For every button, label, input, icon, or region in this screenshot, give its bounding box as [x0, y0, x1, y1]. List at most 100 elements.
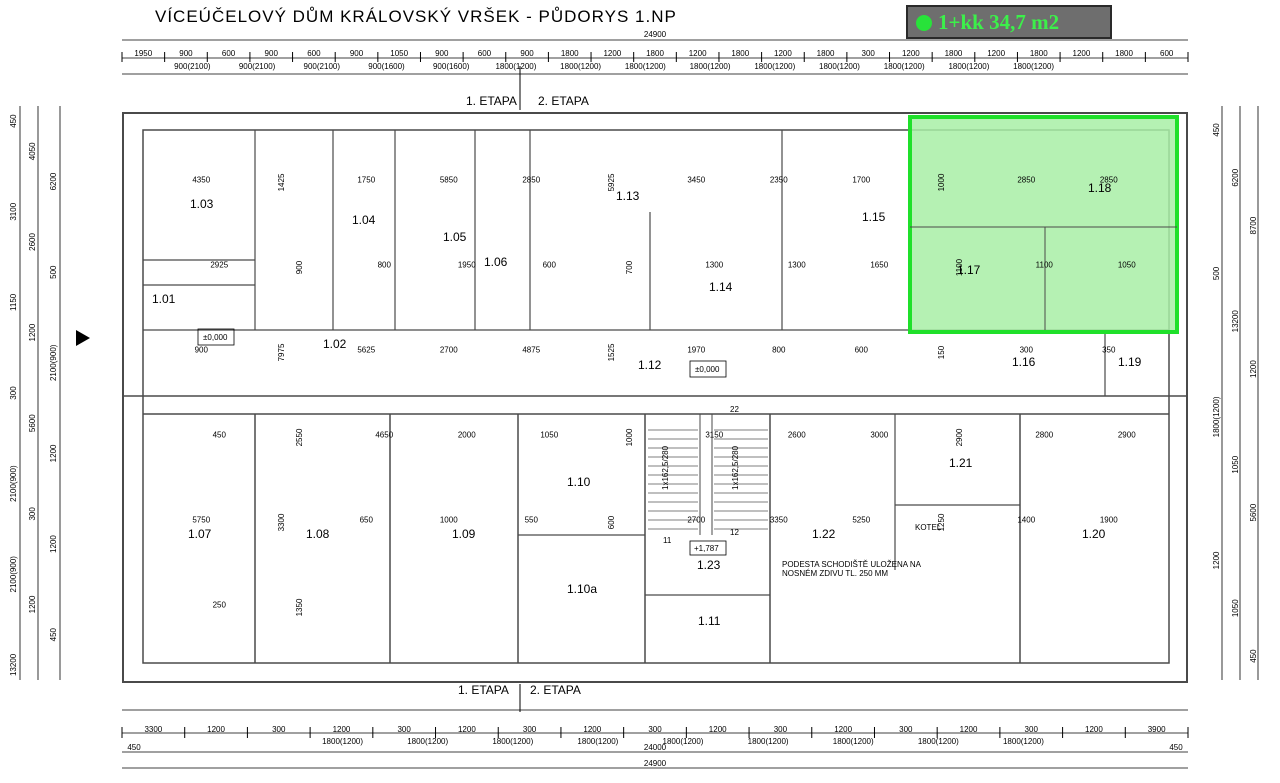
inner-dimension: 24000 — [644, 743, 667, 752]
vertical-dimension: 5600 — [1249, 503, 1258, 521]
vertical-dimension: 2600 — [28, 232, 37, 250]
room-label: 1.18 — [1088, 181, 1112, 195]
vertical-dimension: 450 — [1249, 649, 1258, 663]
interior-dimension: 1250 — [937, 513, 946, 531]
window-dimension: 1800(1200) — [918, 737, 959, 746]
vertical-dimension: 1200 — [28, 323, 37, 341]
stair-step: 11 — [663, 536, 672, 545]
segment-dimension: 1200 — [709, 725, 727, 734]
right-dimension-labels: 450620087005001320012001800(1200)1050560… — [1212, 123, 1258, 663]
vertical-dimension: 450 — [1212, 123, 1221, 137]
level-mark-box — [689, 360, 727, 378]
overall-dimension: 24900 — [644, 30, 667, 39]
walls — [122, 112, 1188, 683]
vertical-dimension: 13200 — [1231, 310, 1240, 333]
interior-dimension: 1000 — [625, 428, 634, 446]
room-label: 1.12 — [638, 358, 662, 372]
interior-dimension: 1425 — [277, 173, 286, 191]
window-dimension: 1800(1200) — [819, 62, 860, 71]
window-dimension: 1800(1200) — [748, 737, 789, 746]
interior-dimension: 3150 — [705, 431, 723, 440]
vertical-dimension: 1200 — [49, 444, 58, 462]
vertical-dimension: 3100 — [9, 202, 18, 220]
window-dimension: 1800(1200) — [577, 737, 618, 746]
interior-dimension: 1000 — [440, 516, 458, 525]
segment-dimension: 1800 — [1115, 49, 1133, 58]
room-label: 1.17 — [957, 263, 981, 277]
vertical-dimension: 5600 — [28, 414, 37, 432]
vertical-dimension: 1200 — [49, 535, 58, 553]
window-dimension: 1800(1200) — [625, 62, 666, 71]
level-mark: ±0,000 — [203, 333, 228, 342]
room-label: 1.06 — [484, 255, 508, 269]
interior-dimension: 2000 — [458, 431, 476, 440]
vertical-dimension: 1800(1200) — [1212, 396, 1221, 437]
unit-marker-icon — [916, 15, 932, 31]
landing-note: PODESTA SCHODIŠTĚ ULOŽENA NA — [782, 560, 922, 569]
window-dimension: 900(2100) — [304, 62, 341, 71]
stair-step: 12 — [730, 528, 739, 537]
segment-dimension: 300 — [1025, 725, 1039, 734]
segment-dimension: 1200 — [458, 725, 476, 734]
room-label: 1.15 — [862, 210, 886, 224]
unit-area-badge: 1+kk 34,7 m2 — [906, 5, 1112, 39]
window-dimension: 1800(1200) — [690, 62, 731, 71]
interior-dimension: 550 — [525, 516, 539, 525]
level-mark: ±0,000 — [695, 365, 720, 374]
etapa-top: 1. ETAPA 2. ETAPA — [466, 66, 589, 110]
vertical-dimension: 2100(900) — [9, 556, 18, 593]
top-dimension-ticks — [121, 52, 1189, 62]
interior-dimension: 1100 — [1036, 261, 1054, 270]
room-label: 1.14 — [709, 280, 733, 294]
left-dimension-labels: 4504050620031002600500115012002100(900)3… — [9, 114, 58, 676]
segment-dimension: 300 — [648, 725, 662, 734]
interior-dimension: 2900 — [1118, 431, 1136, 440]
room-label: 1.21 — [949, 456, 973, 470]
window-dimension: 1800(1200) — [948, 62, 989, 71]
interior-dimension: 1050 — [1118, 261, 1136, 270]
segment-dimension: 1050 — [390, 49, 408, 58]
interior-dimension: 900 — [295, 260, 304, 274]
vertical-dimension: 1200 — [28, 595, 37, 613]
interior-dimension: 300 — [1020, 346, 1034, 355]
segment-dimension: 1800 — [817, 49, 835, 58]
vertical-dimension: 1150 — [9, 293, 18, 311]
segment-dimension: 600 — [307, 49, 321, 58]
segment-dimension: 900 — [179, 49, 193, 58]
stair-label: 1x162,5/280 — [661, 445, 670, 490]
segment-dimension: 1200 — [1073, 49, 1091, 58]
interior-dimension: 600 — [607, 515, 616, 529]
room-label: 1.08 — [306, 527, 330, 541]
room-label: 1.02 — [323, 337, 347, 351]
segment-dimension: 900 — [520, 49, 534, 58]
room-label: 1.22 — [812, 527, 836, 541]
room-label: 1.04 — [352, 213, 376, 227]
entrance-arrow-icon — [76, 330, 90, 346]
room-label: 1.10a — [567, 582, 597, 596]
side-dimension: 450 — [1169, 743, 1183, 752]
interior-dimension: 1100 — [955, 258, 964, 276]
interior-dimension: 4350 — [192, 176, 210, 185]
vertical-dimension: 300 — [9, 386, 18, 400]
interior-dimension: 600 — [855, 346, 869, 355]
bottom-dimension-ticks — [121, 727, 1189, 738]
interior-dimension: 3000 — [870, 431, 888, 440]
interior-dimension: 2900 — [955, 428, 964, 446]
room-label: 1.09 — [452, 527, 476, 541]
window-dimension: 1800(1200) — [663, 737, 704, 746]
segment-dimension: 1950 — [134, 49, 152, 58]
segment-dimension: 1800 — [646, 49, 664, 58]
interior-dimension: 900 — [195, 346, 209, 355]
interior-dimension: 2800 — [1035, 431, 1053, 440]
interior-dimension: 800 — [772, 346, 786, 355]
segment-dimension: 3900 — [1148, 725, 1166, 734]
interior-dimension: 1700 — [852, 176, 870, 185]
segment-dimension: 1200 — [603, 49, 621, 58]
window-dimension: 1800(1200) — [407, 737, 448, 746]
segment-dimension: 1800 — [1030, 49, 1048, 58]
plan-title: VÍCEÚČELOVÝ DŮM KRÁLOVSKÝ VRŠEK - PŮDORY… — [155, 7, 677, 26]
